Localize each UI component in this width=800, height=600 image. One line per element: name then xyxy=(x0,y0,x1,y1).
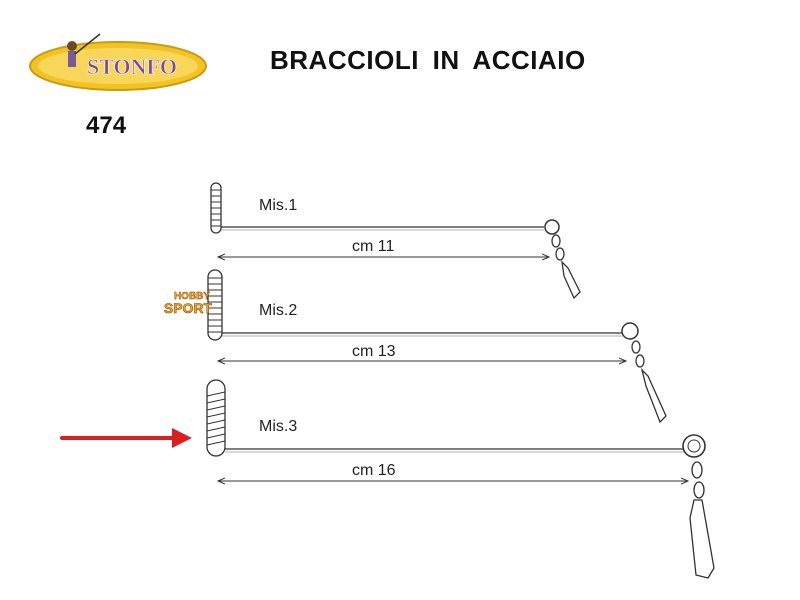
watermark-line1: HOBBY xyxy=(174,291,210,302)
highlight-arrow-icon xyxy=(60,428,192,448)
swivel-snap xyxy=(682,434,715,579)
size-label-3: Mis.3 xyxy=(259,418,297,435)
spring-coil xyxy=(206,379,226,457)
size-label-2: Mis.2 xyxy=(259,302,297,319)
spring-coil xyxy=(210,182,222,234)
swivel-snap xyxy=(544,219,581,300)
length-label-2: cm 13 xyxy=(352,343,396,360)
size-label-1: Mis.1 xyxy=(259,197,297,214)
product-code: 474 xyxy=(86,112,127,139)
arm-mis2: Mis.2 cm 13 xyxy=(207,269,667,424)
spring-coil xyxy=(207,269,223,341)
length-label-1: cm 11 xyxy=(352,238,394,255)
watermark-line2: SPORT xyxy=(164,300,213,316)
arm-mis1: Mis.1 cm 11 xyxy=(210,182,581,300)
stonfo-logo: STONFO xyxy=(29,33,207,91)
swivel-snap xyxy=(621,322,667,424)
hobby-sport-watermark: HOBBY SPORT xyxy=(164,291,213,316)
fisherman-icon xyxy=(67,33,101,67)
length-label-3: cm 16 xyxy=(352,462,396,479)
brand-text: STONFO xyxy=(87,54,177,79)
arm-mis3: Mis.3 cm 16 xyxy=(206,379,715,579)
page-title: BRACCIOLI IN ACCIAIO xyxy=(270,45,586,75)
